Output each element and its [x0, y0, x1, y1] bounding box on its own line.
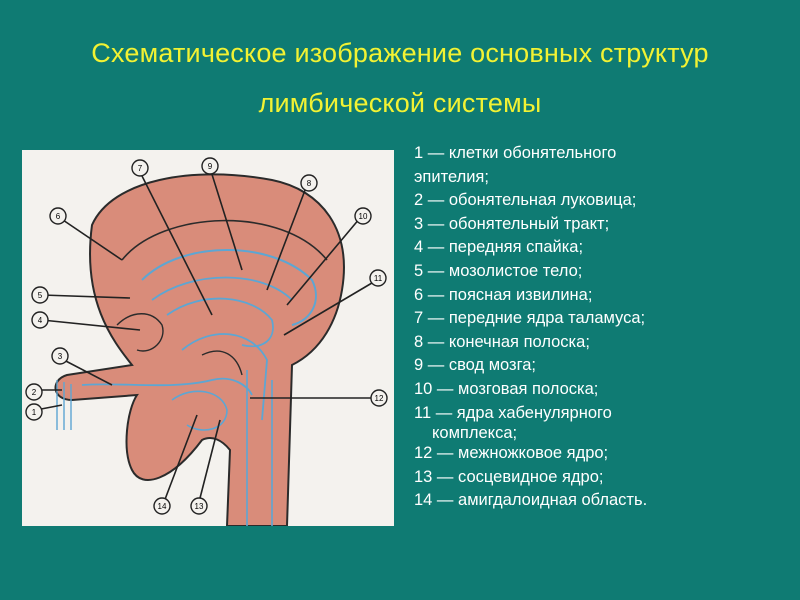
legend-item: 13 — сосцевидное ядро; — [414, 467, 604, 486]
legend-item: 8 — конечная полоска; — [414, 332, 590, 351]
legend-item: 10 — мозговая полоска; — [414, 379, 599, 398]
marker-7: 7 — [131, 159, 149, 177]
svg-text:2: 2 — [32, 388, 37, 397]
svg-text:14: 14 — [158, 502, 167, 511]
brain-diagram-svg: 7 9 8 10 11 6 5 4 3 2 1 12 14 13 — [25, 157, 388, 526]
svg-text:9: 9 — [208, 162, 213, 171]
svg-text:6: 6 — [56, 212, 61, 221]
marker-12: 12 — [370, 389, 388, 407]
svg-text:3: 3 — [58, 352, 63, 361]
marker-14: 14 — [153, 497, 171, 515]
marker-13: 13 — [190, 497, 208, 515]
legend-list: 1 — клетки обонятельного эпителия; 2 — о… — [414, 142, 794, 513]
svg-text:7: 7 — [138, 164, 143, 173]
diagram-markers: 7 9 8 10 11 6 5 4 3 2 1 12 14 13 — [25, 157, 388, 515]
marker-1: 1 — [25, 403, 43, 421]
svg-text:1: 1 — [32, 408, 37, 417]
legend-item: 9 — свод мозга; — [414, 356, 537, 375]
marker-8: 8 — [300, 174, 318, 192]
legend-item: 1 — клетки обонятельного — [414, 144, 617, 162]
legend-item: эпителия; — [414, 167, 489, 186]
leader-lines — [35, 167, 378, 503]
title-line-1: Схематическое изображение основных струк… — [91, 38, 709, 68]
marker-11: 11 — [369, 269, 387, 287]
marker-2: 2 — [25, 383, 43, 401]
svg-text:11: 11 — [374, 274, 383, 283]
marker-6: 6 — [49, 207, 67, 225]
legend-item: 6 — поясная извилина; — [414, 285, 593, 304]
svg-text:10: 10 — [359, 212, 368, 221]
brain-outline — [54, 173, 345, 526]
svg-text:12: 12 — [375, 394, 384, 403]
marker-3: 3 — [51, 347, 69, 365]
legend-item: 3 — обонятельный тракт; — [414, 214, 610, 233]
marker-10: 10 — [354, 207, 372, 225]
marker-4: 4 — [31, 311, 49, 329]
limbic-diagram: 7 9 8 10 11 6 5 4 3 2 1 12 14 13 — [22, 150, 394, 526]
legend-item: 5 — мозолистое тело; — [414, 261, 583, 280]
marker-9: 9 — [201, 157, 219, 175]
legend-item: 4 — передняя спайка; — [414, 238, 584, 257]
legend-item: 7 — передние ядра таламуса; — [414, 309, 646, 328]
marker-5: 5 — [31, 286, 49, 304]
svg-text:8: 8 — [307, 179, 312, 188]
legend-item: 14 — амигдалоидная область. — [414, 491, 648, 510]
legend-item: 2 — обонятельная луковица; — [414, 191, 637, 210]
svg-text:13: 13 — [195, 502, 204, 511]
svg-text:5: 5 — [38, 291, 43, 300]
svg-text:4: 4 — [38, 316, 43, 325]
page-title: Схематическое изображение основных струк… — [0, 28, 800, 128]
title-line-2: лимбической системы — [258, 88, 542, 118]
legend-item: 12 — межножковое ядро; — [414, 444, 609, 463]
